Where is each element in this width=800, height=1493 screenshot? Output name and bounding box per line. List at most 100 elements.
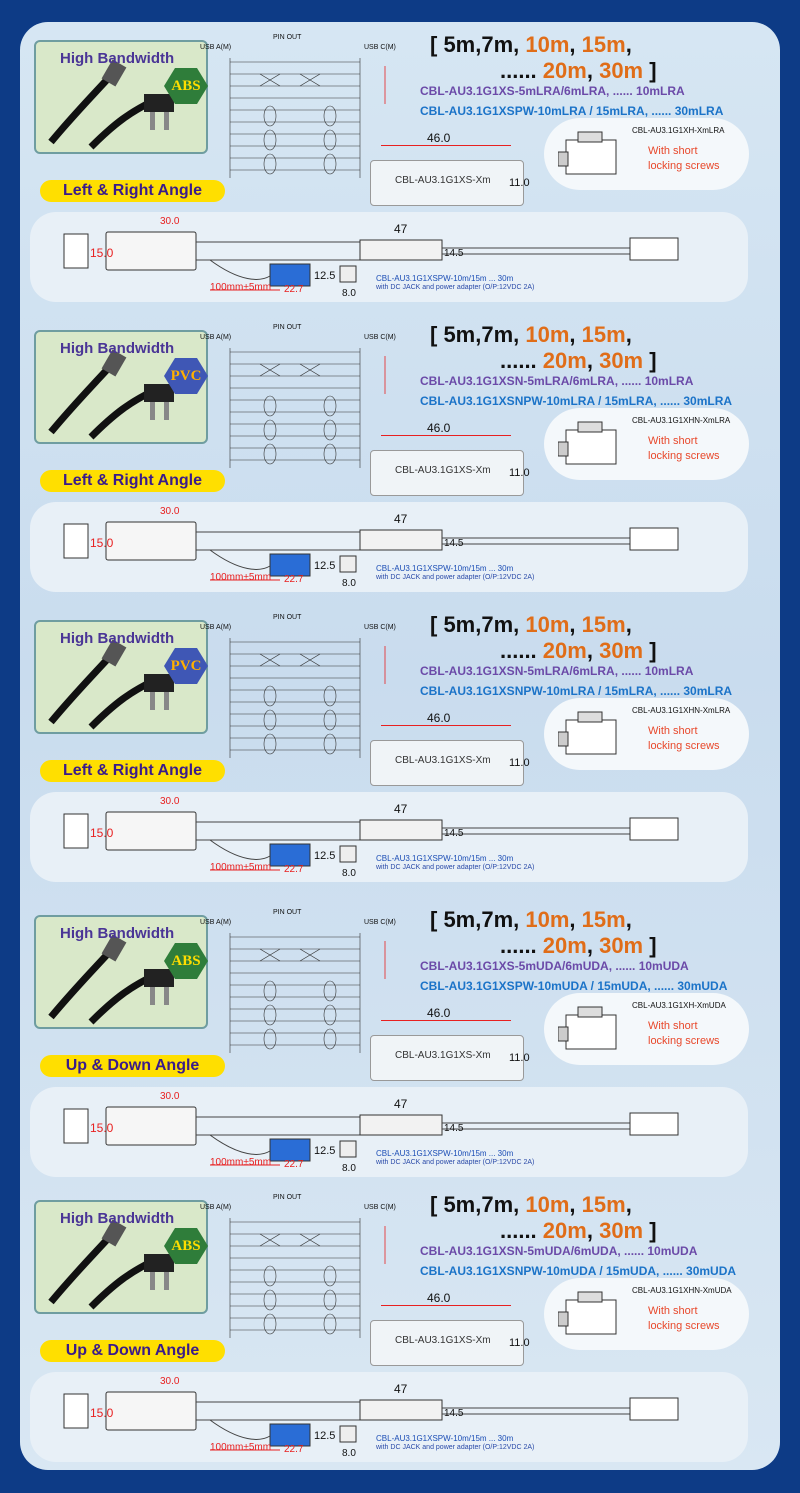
- pinout-header: PIN OUT: [273, 1194, 302, 1201]
- usb-a-header: USB A(M): [200, 919, 232, 926]
- usb-c-header: USB C(M): [364, 44, 396, 51]
- category-title: High Bandwidth: [60, 50, 175, 67]
- length-options-line2: ...... 20m, 30m ]: [500, 638, 657, 663]
- powered-part-desc: with DC JACK and power adapter (O/P:12VD…: [376, 574, 535, 581]
- product-section: High Bandwidth ABS Up & Down Angle USB A…: [20, 1180, 780, 1470]
- product-section: High Bandwidth PVC Left & Right Angle US…: [20, 310, 780, 600]
- dimension-drawing-panel: 30.0 15.0 47 14.5 100mm±5mm 22.7 12.5 8.…: [30, 502, 748, 592]
- plug-height: 15.0: [90, 246, 114, 260]
- dc-width: 22.7: [284, 574, 304, 585]
- length-options-line2: ...... 20m, 30m ]: [500, 933, 657, 958]
- dc-depth: 8.0: [342, 1163, 356, 1174]
- angle-label: Left & Right Angle: [40, 180, 225, 202]
- length-options-line1: [ 5m,7m, 10m, 15m,: [430, 32, 632, 57]
- dc-depth: 8.0: [342, 288, 356, 299]
- part-number-powered: CBL-AU3.1G1XSNPW-10mLRA / 15mLRA, ......…: [420, 684, 733, 698]
- jack-height: 11.0: [509, 1337, 530, 1349]
- pinout-header: PIN OUT: [273, 909, 302, 916]
- dc-width: 22.7: [284, 864, 304, 875]
- powered-part-label: CBL-AU3.1G1XSPW-10m/15m ... 30m: [376, 1149, 514, 1158]
- usb-a-header: USB A(M): [200, 1204, 232, 1211]
- plug-height: 15.0: [90, 1406, 114, 1420]
- length-options-line1: [ 5m,7m, 10m, 15m,: [430, 612, 632, 637]
- part-number-powered: CBL-AU3.1G1XSPW-10mUDA / 15mUDA, ...... …: [420, 979, 728, 993]
- category-title: High Bandwidth: [60, 340, 175, 357]
- product-section: High Bandwidth ABS Up & Down Angle USB A…: [20, 895, 780, 1185]
- plug-length: 30.0: [160, 1091, 180, 1102]
- box-height: 14.5: [444, 828, 464, 839]
- cable-dimension-drawing: [63, 1106, 679, 1166]
- box-length: 47: [394, 1097, 408, 1111]
- jack-part-number: CBL-AU3.1G1XS-Xm: [395, 1335, 491, 1346]
- dimension-drawing-panel: 30.0 15.0 47 14.5 100mm±5mm 22.7 12.5 8.…: [30, 212, 748, 302]
- powered-part-desc: with DC JACK and power adapter (O/P:12VD…: [376, 284, 535, 291]
- part-number-short: CBL-AU3.1G1XSN-5mLRA/6mLRA, ...... 10mLR…: [420, 374, 694, 388]
- cable-photo-icon: [48, 639, 174, 730]
- plug-length: 30.0: [160, 216, 180, 227]
- box-length: 47: [394, 1382, 408, 1396]
- usb-c-connector-icon: [558, 1006, 617, 1050]
- pinout-header: PIN OUT: [273, 34, 302, 41]
- pinout-diagram: [229, 933, 386, 1053]
- dc-height: 12.5: [314, 850, 336, 862]
- dc-height: 12.5: [314, 270, 336, 282]
- connector-part-label: CBL-AU3.1G1XHN-XmUDA: [632, 1286, 732, 1295]
- connector-part-label: CBL-AU3.1G1XH-XmLRA: [632, 126, 725, 135]
- jack-length: 46.0: [427, 1291, 451, 1305]
- angle-label: Up & Down Angle: [40, 1055, 225, 1077]
- jack-dimension-box: 46.0 CBL-AU3.1G1XS-Xm 11.0: [370, 421, 530, 496]
- length-options-line2: ...... 20m, 30m ]: [500, 1218, 657, 1243]
- cable-photo-icon: [48, 934, 174, 1025]
- jack-dimension-box: 46.0 CBL-AU3.1G1XS-Xm 11.0: [370, 711, 530, 786]
- dc-depth: 8.0: [342, 578, 356, 589]
- length-options-line2: ...... 20m, 30m ]: [500, 348, 657, 373]
- jack-length: 46.0: [427, 711, 451, 725]
- box-length: 47: [394, 222, 408, 236]
- usb-a-header: USB A(M): [200, 44, 232, 51]
- length-options-line1: [ 5m,7m, 10m, 15m,: [430, 907, 632, 932]
- cable-length: 100mm±5mm: [210, 282, 272, 293]
- usb-c-connector-icon: [558, 711, 617, 755]
- plug-length: 30.0: [160, 796, 180, 807]
- box-height: 14.5: [444, 1123, 464, 1134]
- length-options-line1: [ 5m,7m, 10m, 15m,: [430, 1192, 632, 1217]
- connector-part-label: CBL-AU3.1G1XHN-XmLRA: [632, 416, 731, 425]
- usb-c-header: USB C(M): [364, 624, 396, 631]
- jack-height: 11.0: [509, 757, 530, 769]
- jack-part-number: CBL-AU3.1G1XS-Xm: [395, 465, 491, 476]
- box-height: 14.5: [444, 1408, 464, 1419]
- part-number-short: CBL-AU3.1G1XS-5mUDA/6mUDA, ...... 10mUDA: [420, 959, 689, 973]
- jack-height: 11.0: [509, 1052, 530, 1064]
- box-length: 47: [394, 512, 408, 526]
- cable-dimension-drawing: [63, 231, 679, 291]
- usb-c-connector-icon: [558, 421, 617, 465]
- connector-part-label: CBL-AU3.1G1XHN-XmLRA: [632, 706, 731, 715]
- jack-part-number: CBL-AU3.1G1XS-Xm: [395, 1050, 491, 1061]
- part-number-short: CBL-AU3.1G1XSN-5mLRA/6mLRA, ...... 10mLR…: [420, 664, 694, 678]
- plug-length: 30.0: [160, 506, 180, 517]
- usb-c-connector-icon: [558, 131, 617, 175]
- cable-photo-icon: [48, 1219, 174, 1310]
- pinout-header: PIN OUT: [273, 614, 302, 621]
- dimension-drawing-panel: 30.0 15.0 47 14.5 100mm±5mm 22.7 12.5 8.…: [30, 1372, 748, 1462]
- product-photo-box: [34, 330, 208, 444]
- dc-height: 12.5: [314, 1145, 336, 1157]
- part-number-short: CBL-AU3.1G1XSN-5mUDA/6mUDA, ...... 10mUD…: [420, 1244, 698, 1258]
- dc-depth: 8.0: [342, 1448, 356, 1459]
- box-height: 14.5: [444, 538, 464, 549]
- plug-height: 15.0: [90, 536, 114, 550]
- cable-length: 100mm±5mm: [210, 862, 272, 873]
- jack-length: 46.0: [427, 1006, 451, 1020]
- cable-dimension-drawing: [63, 811, 679, 871]
- usb-c-connector-icon: [558, 1291, 617, 1335]
- length-options-line1: [ 5m,7m, 10m, 15m,: [430, 322, 632, 347]
- product-section: High Bandwidth PVC Left & Right Angle US…: [20, 600, 780, 890]
- product-section: High Bandwidth ABS Left & Right Angle US…: [20, 20, 780, 310]
- cable-length: 100mm±5mm: [210, 1442, 272, 1453]
- powered-part-desc: with DC JACK and power adapter (O/P:12VD…: [376, 1444, 535, 1451]
